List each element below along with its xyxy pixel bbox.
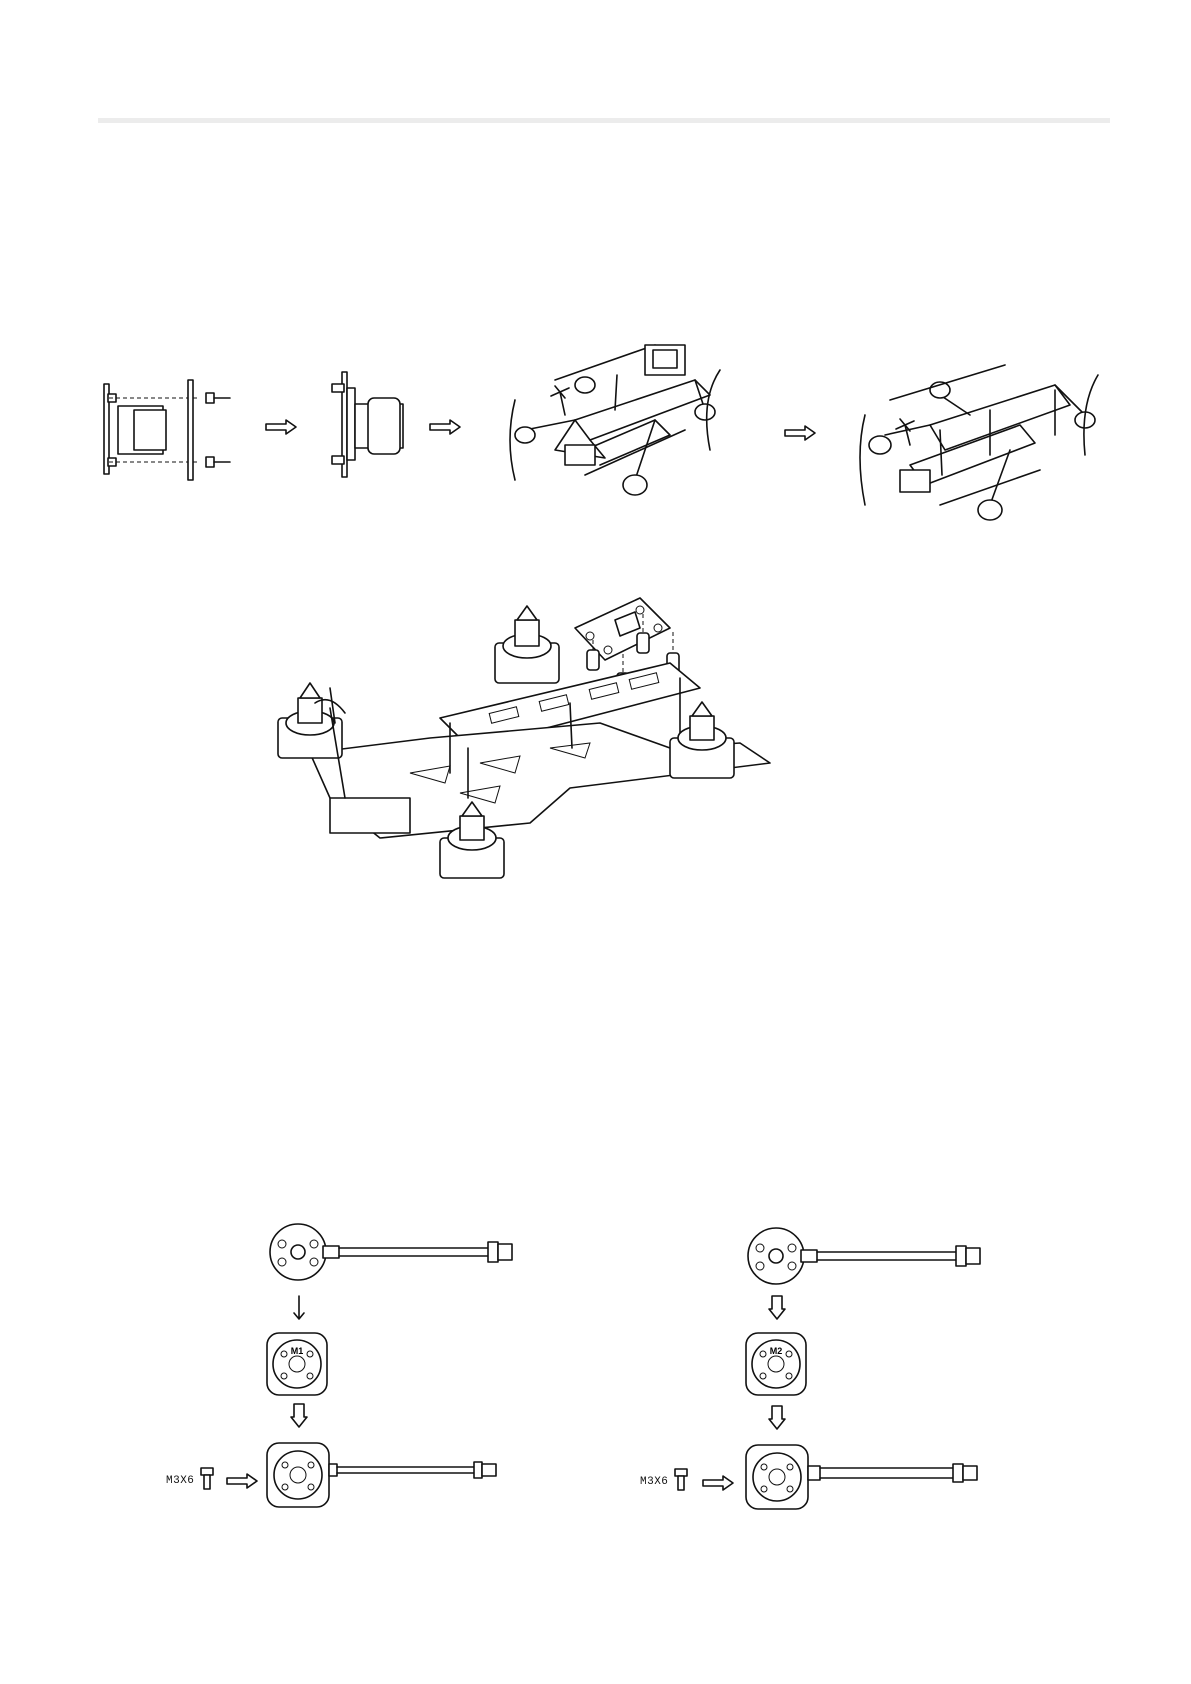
frame-exploded-diagram [270, 598, 850, 958]
motor-mounted-right-diagram [743, 1442, 1003, 1514]
motor-mounted-left-diagram [264, 1440, 524, 1510]
camera-plate-exploded-diagram [96, 380, 246, 480]
quadcopter-assembled-diagram [830, 355, 1100, 540]
step-arrow-icon [783, 425, 817, 441]
screw-size-label-left: M3X6 [166, 1475, 194, 1487]
step-arrow-icon [428, 419, 462, 435]
motor-mount-right-diagram: M2 [743, 1330, 809, 1398]
camera-plate-assembled-diagram [328, 372, 408, 477]
down-arrow-icon [292, 1403, 306, 1429]
quadcopter-camera-mount-diagram [495, 340, 755, 520]
screw-icon [674, 1468, 688, 1492]
screw-size-label-right: M3X6 [640, 1476, 668, 1488]
motor-mount-left-diagram: M1 [264, 1330, 330, 1398]
header-rule [98, 118, 1110, 123]
motor-label-left: M1 [291, 1346, 304, 1356]
down-arrow-icon [770, 1405, 784, 1431]
down-arrow-icon [292, 1295, 306, 1321]
down-arrow-icon [770, 1295, 784, 1321]
step-arrow-icon [264, 419, 298, 435]
motor-label-right: M2 [770, 1346, 783, 1356]
right-arrow-icon [225, 1473, 259, 1489]
right-arrow-icon [701, 1475, 735, 1491]
motor-wire-left-diagram [268, 1222, 518, 1282]
motor-wire-right-diagram [746, 1226, 996, 1286]
screw-icon [200, 1467, 214, 1491]
